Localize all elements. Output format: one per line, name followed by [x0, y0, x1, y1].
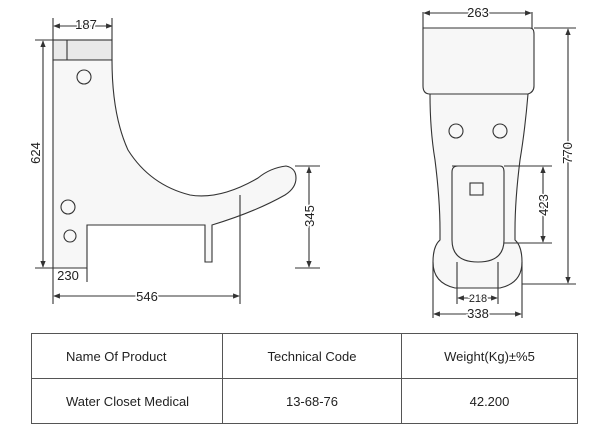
dim-label-front-top-width: 263 — [467, 5, 489, 20]
header-weight: Weight(Kg)±%5 — [401, 333, 578, 379]
bowl-opening — [451, 165, 505, 263]
product-spec-table: Name Of Product Technical Code Weight(Kg… — [31, 333, 578, 424]
header-product-name: Name Of Product — [31, 333, 223, 379]
front-view: 263 770 423 218 338 — [422, 4, 577, 323]
mount-hole-low — [63, 229, 77, 243]
dim-label-projection: 546 — [136, 289, 158, 304]
dim-label-front-height: 770 — [560, 142, 575, 164]
header-technical-code: Technical Code — [222, 333, 402, 379]
flush-hole-left — [448, 123, 464, 139]
dim-label-inner-width: 218 — [469, 293, 487, 305]
dim-label-outlet-height: 345 — [302, 205, 317, 227]
dim-label-height: 624 — [28, 142, 43, 164]
drain-square — [469, 182, 484, 196]
mount-hole-mid — [60, 199, 76, 215]
dim-label-inlet-offset: 230 — [57, 268, 79, 283]
flush-hole-right — [492, 123, 508, 139]
cell-product-name: Water Closet Medical — [31, 378, 223, 424]
dim-label-top-width: 187 — [75, 17, 97, 32]
side-view: 187 624 345 230 546 — [27, 16, 320, 306]
cell-technical-code: 13-68-76 — [222, 378, 402, 424]
dim-label-bowl-height: 423 — [536, 194, 551, 216]
table-header-row: Name Of Product Technical Code Weight(Kg… — [31, 333, 578, 379]
bowl-body-outline — [429, 93, 529, 289]
wall-body-outline — [52, 59, 297, 269]
tank-outline — [422, 27, 535, 95]
cell-weight: 42.200 — [401, 378, 578, 424]
tank-top-cap — [52, 39, 113, 61]
table-row: Water Closet Medical 13-68-76 42.200 — [31, 378, 578, 424]
mount-hole-top — [76, 69, 92, 85]
dim-label-base-width: 338 — [467, 306, 489, 321]
